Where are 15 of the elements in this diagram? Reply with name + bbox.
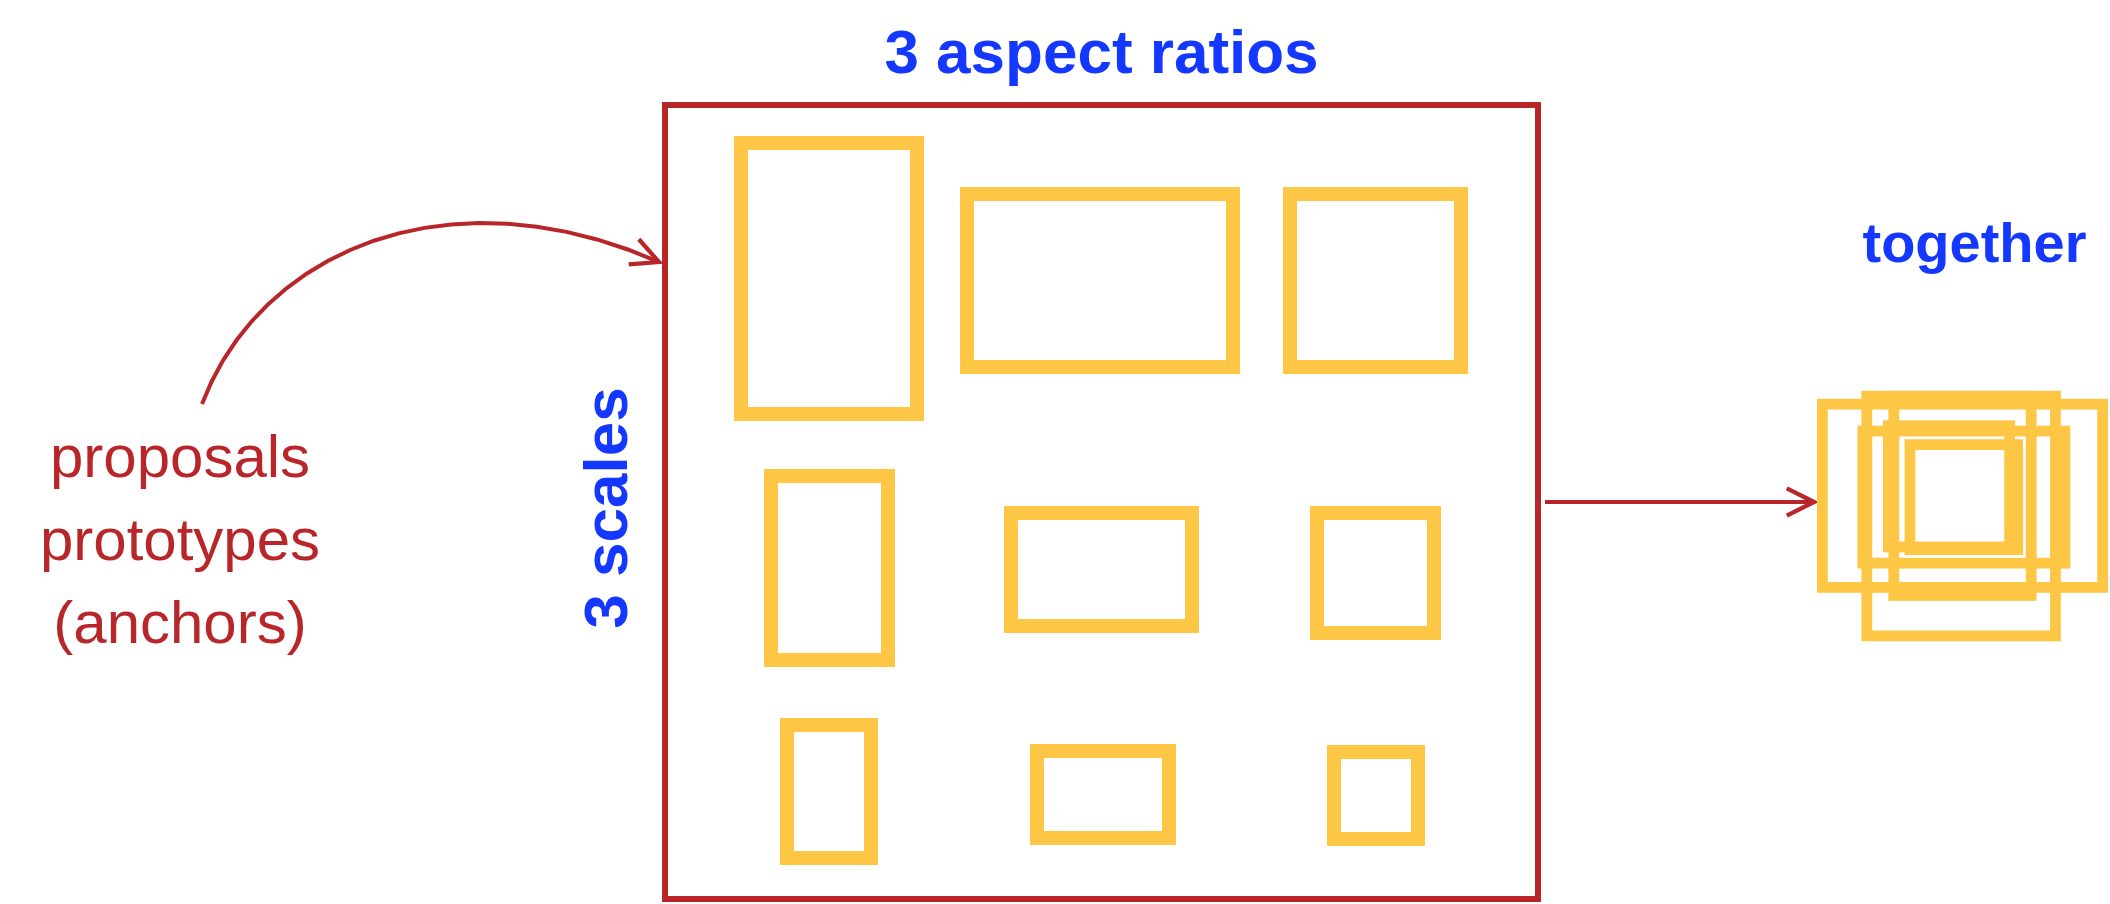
callout-text: proposals prototypes (anchors): [38, 422, 322, 658]
anchor-box: [734, 136, 924, 421]
anchor-box: [1030, 744, 1176, 845]
anchor-box: [764, 469, 895, 667]
arrow: [200, 221, 662, 405]
arrow: [1545, 486, 1817, 518]
anchor-box: [1283, 187, 1468, 374]
anchor-box: [1327, 745, 1425, 846]
group-heading: together: [1861, 210, 2088, 275]
frame-heading: 3 aspect ratios: [883, 16, 1320, 87]
anchor-box: [1004, 506, 1199, 633]
anchor-box: [1310, 506, 1441, 640]
side-heading: 3 scales: [571, 386, 641, 631]
anchor-box: [780, 718, 878, 865]
anchor-box: [960, 187, 1240, 374]
